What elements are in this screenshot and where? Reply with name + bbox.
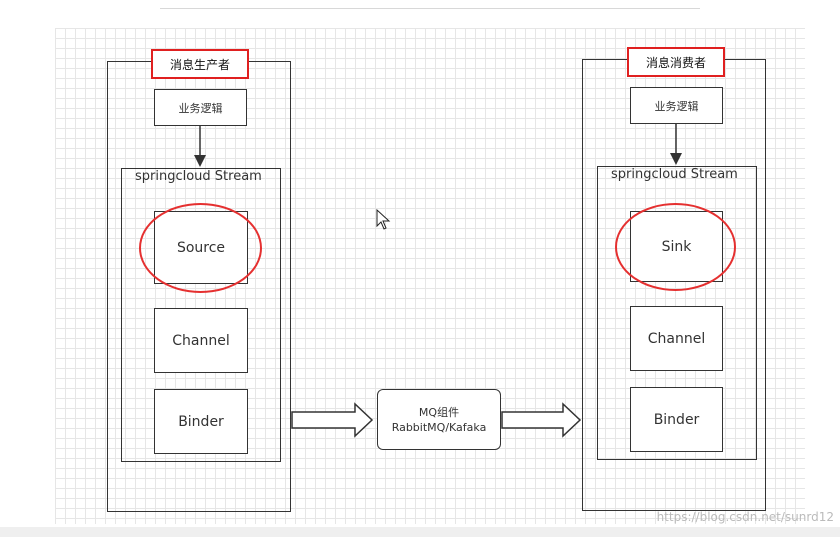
producer-channel-label: Channel xyxy=(172,332,230,349)
hollow-arrow-right-icon xyxy=(291,402,374,438)
consumer-stream-label: springcloud Stream xyxy=(611,167,738,182)
producer-channel-box: Channel xyxy=(154,308,248,373)
consumer-stream-container xyxy=(597,166,757,460)
consumer-channel-label: Channel xyxy=(647,330,706,347)
consumer-title: 消息消费者 xyxy=(627,47,725,77)
watermark: https://blog.csdn.net/sunrd12 xyxy=(656,510,834,524)
mq-component-label: MQ组件 xyxy=(418,405,460,419)
mq-component-box: MQ组件 RabbitMQ/Kafaka xyxy=(377,389,501,450)
producer-stream-container xyxy=(121,168,281,462)
producer-binder-label: Binder xyxy=(178,413,224,430)
consumer-logic-label: 业务逻辑 xyxy=(654,99,699,113)
top-divider xyxy=(160,8,700,9)
producer-stream-label: springcloud Stream xyxy=(135,169,262,184)
producer-binder-box: Binder xyxy=(154,389,248,454)
producer-logic-label: 业务逻辑 xyxy=(178,101,223,115)
consumer-binder-label: Binder xyxy=(653,411,700,428)
mq-component-products: RabbitMQ/Kafaka xyxy=(391,420,487,434)
consumer-logic-box: 业务逻辑 xyxy=(630,87,723,124)
mouse-cursor-icon xyxy=(376,208,391,230)
producer-title-text: 消息生产者 xyxy=(169,57,230,72)
consumer-channel-box: Channel xyxy=(630,306,723,371)
bottom-bar xyxy=(0,527,840,537)
source-highlight-ellipse xyxy=(139,203,262,293)
producer-title: 消息生产者 xyxy=(151,49,249,79)
consumer-binder-box: Binder xyxy=(630,387,723,452)
hollow-arrow-right-icon xyxy=(501,402,582,438)
sink-highlight-ellipse xyxy=(615,203,736,291)
consumer-title-text: 消息消费者 xyxy=(645,55,706,70)
producer-logic-box: 业务逻辑 xyxy=(154,89,247,126)
